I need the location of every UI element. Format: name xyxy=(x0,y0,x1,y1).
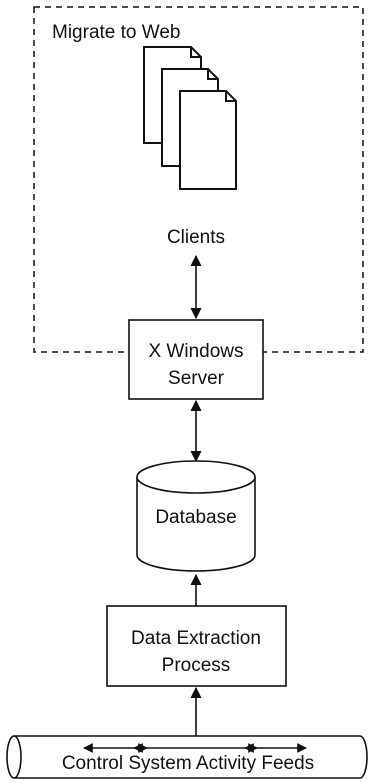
clients-documents-icon xyxy=(143,46,237,190)
data-extraction-process-label-line2: Process xyxy=(162,655,231,676)
clients-label: Clients xyxy=(167,227,225,248)
x-windows-server-label-line2: Server xyxy=(168,368,225,389)
x-windows-server-box xyxy=(128,319,264,400)
data-extraction-process-box xyxy=(106,605,287,687)
data-extraction-process-label-line1: Data Extraction xyxy=(131,628,261,649)
database-cylinder xyxy=(136,460,256,572)
x-windows-server-label-line1: X Windows xyxy=(148,341,243,362)
database-label: Database xyxy=(155,507,236,528)
migrate-to-web-label: Migrate to Web xyxy=(52,22,180,43)
control-system-activity-feeds-label: Control System Activity Feeds xyxy=(62,753,314,774)
